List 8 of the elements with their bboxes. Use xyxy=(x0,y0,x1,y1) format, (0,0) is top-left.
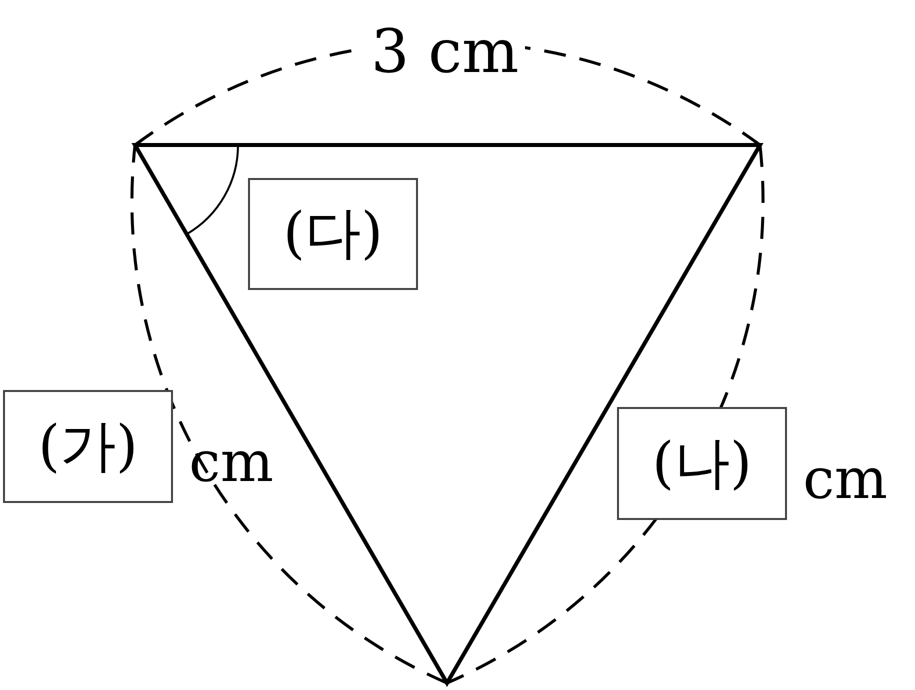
blank-label: (가) xyxy=(38,418,138,474)
blank-label: (다) xyxy=(283,206,383,262)
unit-label: cm xyxy=(802,452,888,508)
answer-box xyxy=(3,390,173,503)
answer-box xyxy=(617,407,787,520)
blank-label: (나) xyxy=(652,436,752,492)
answer-box xyxy=(248,178,418,290)
unit-label: cm xyxy=(188,435,274,491)
